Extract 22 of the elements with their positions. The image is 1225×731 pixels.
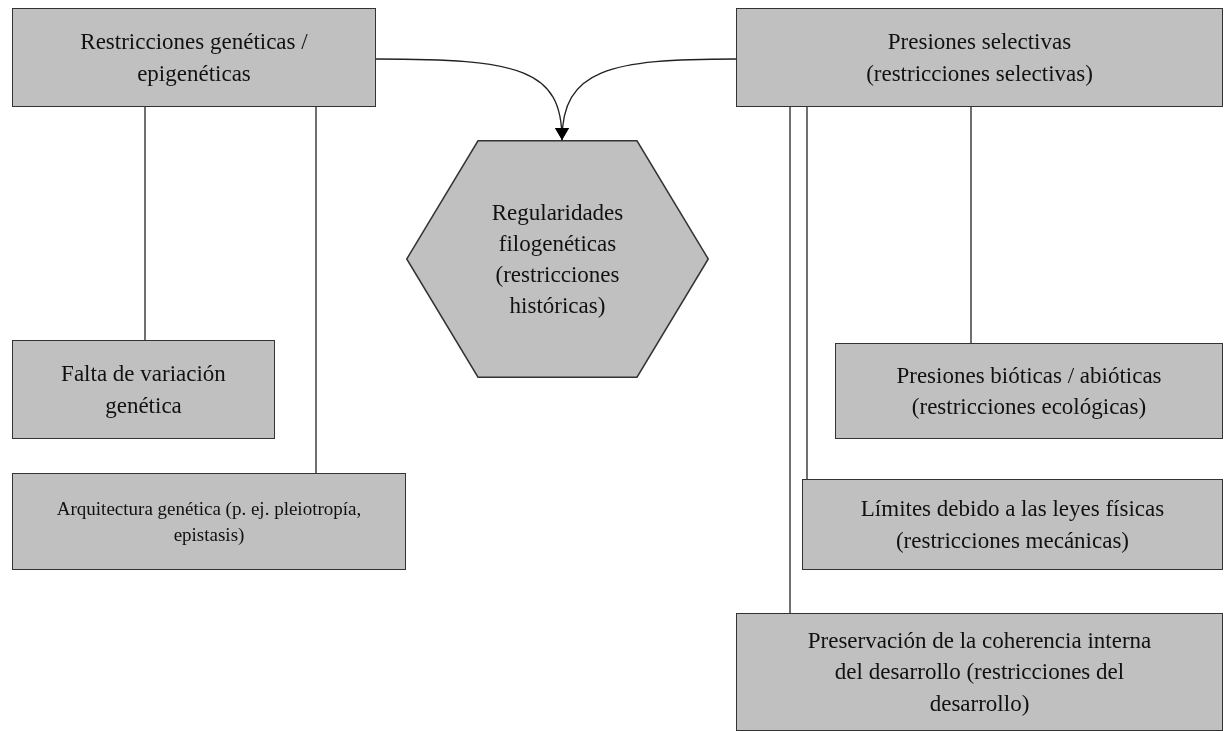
hexagon-node	[406, 140, 709, 378]
concept-box	[12, 8, 376, 107]
connector-line	[806, 106, 808, 480]
node-label: Regularidades filogenéticas (restricciones históricas)	[490, 198, 625, 321]
concept-box	[12, 473, 406, 570]
node-label: Límites debido a las leyes físicas (restricciones mecánicas)	[859, 495, 1166, 555]
node-label: Presiones selectivas (restricciones selectivas)	[865, 28, 1094, 88]
concept-box	[802, 479, 1223, 570]
node-label: Presiones bióticas / abióticas (restricciones ecológicas)	[895, 361, 1163, 421]
connector-line	[315, 106, 317, 474]
connector-line	[789, 106, 791, 614]
concept-box	[736, 8, 1223, 107]
concept-box	[736, 613, 1223, 731]
node-label: Arquitectura genética (p. ej. pleiotropía, epistasis)	[55, 496, 363, 547]
node-label: Falta de variación genética	[60, 360, 227, 420]
concept-box	[835, 343, 1223, 439]
concept-box	[12, 340, 275, 439]
connector-line	[144, 106, 146, 341]
node-label: Restricciones genéticas / epigenéticas	[79, 28, 309, 88]
connector-line	[970, 106, 972, 344]
node-label: Preservación de la coherencia interna del desarrollo (restricciones del desarrollo)	[806, 627, 1153, 718]
curved-arrow	[555, 58, 737, 141]
